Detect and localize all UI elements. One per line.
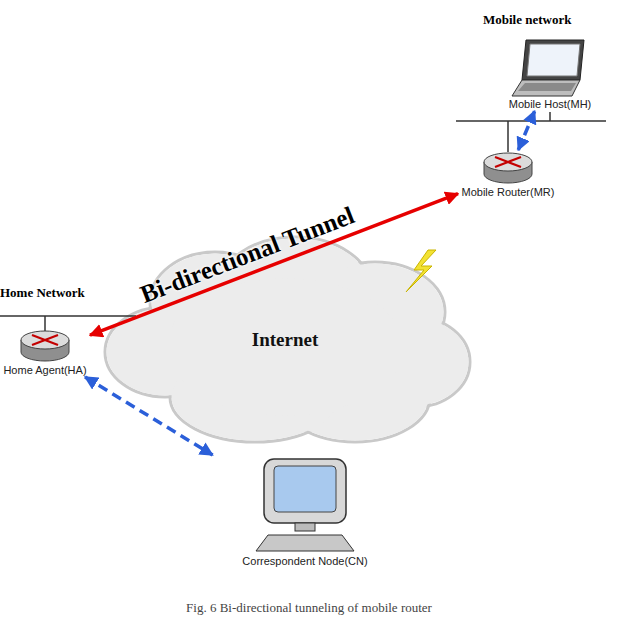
router-icon xyxy=(482,150,534,186)
router-arrow xyxy=(495,162,508,167)
laptop-lid xyxy=(522,40,584,80)
node-label: Mobile Host(MH) xyxy=(500,98,600,111)
monitor-screen xyxy=(274,466,336,512)
cloud-fill xyxy=(167,279,404,416)
node-label: Mobile Router(MR) xyxy=(458,186,558,199)
router-node: Mobile Router(MR) xyxy=(458,150,558,199)
keyboard xyxy=(256,535,354,551)
laptop-icon xyxy=(510,38,590,98)
router-top xyxy=(21,331,69,349)
router-arrow xyxy=(32,340,45,345)
laptop-keys xyxy=(518,83,576,91)
node-label: Internet xyxy=(252,333,318,346)
mobile-host: Mobile Host(MH) xyxy=(500,38,600,111)
network-label: Home Network xyxy=(0,285,85,301)
laptop-base xyxy=(512,80,580,96)
router-node: Home Agent(HA) xyxy=(0,328,90,377)
pc-icon xyxy=(250,455,360,555)
router-arrow xyxy=(45,335,58,340)
router-top xyxy=(484,153,532,171)
mobile-network-bus xyxy=(456,120,606,122)
figure-caption: Fig. 6 Bi-directional tunneling of mobil… xyxy=(0,600,618,616)
host-drop-wire xyxy=(549,112,551,121)
monitor-stand xyxy=(295,523,315,531)
node-label: Correspondent Node(CN) xyxy=(205,555,405,568)
laptop-screen xyxy=(527,44,580,76)
dashed-link xyxy=(518,111,534,150)
router-arrow xyxy=(508,157,521,162)
cloud-shape xyxy=(105,237,470,442)
router-arrow xyxy=(32,335,45,340)
home-network-bus xyxy=(0,315,136,317)
router-icon xyxy=(19,328,71,364)
router-arrow xyxy=(45,340,58,345)
router-arrow xyxy=(495,157,508,162)
agent-drop-wire xyxy=(44,316,46,332)
computer-node: Correspondent Node(CN) xyxy=(205,455,405,568)
network-label: Mobile network xyxy=(483,12,571,28)
monitor-body xyxy=(264,459,346,523)
node-label: Home Agent(HA) xyxy=(0,364,90,377)
router-drop-wire xyxy=(507,121,509,152)
router-arrow xyxy=(508,162,521,167)
